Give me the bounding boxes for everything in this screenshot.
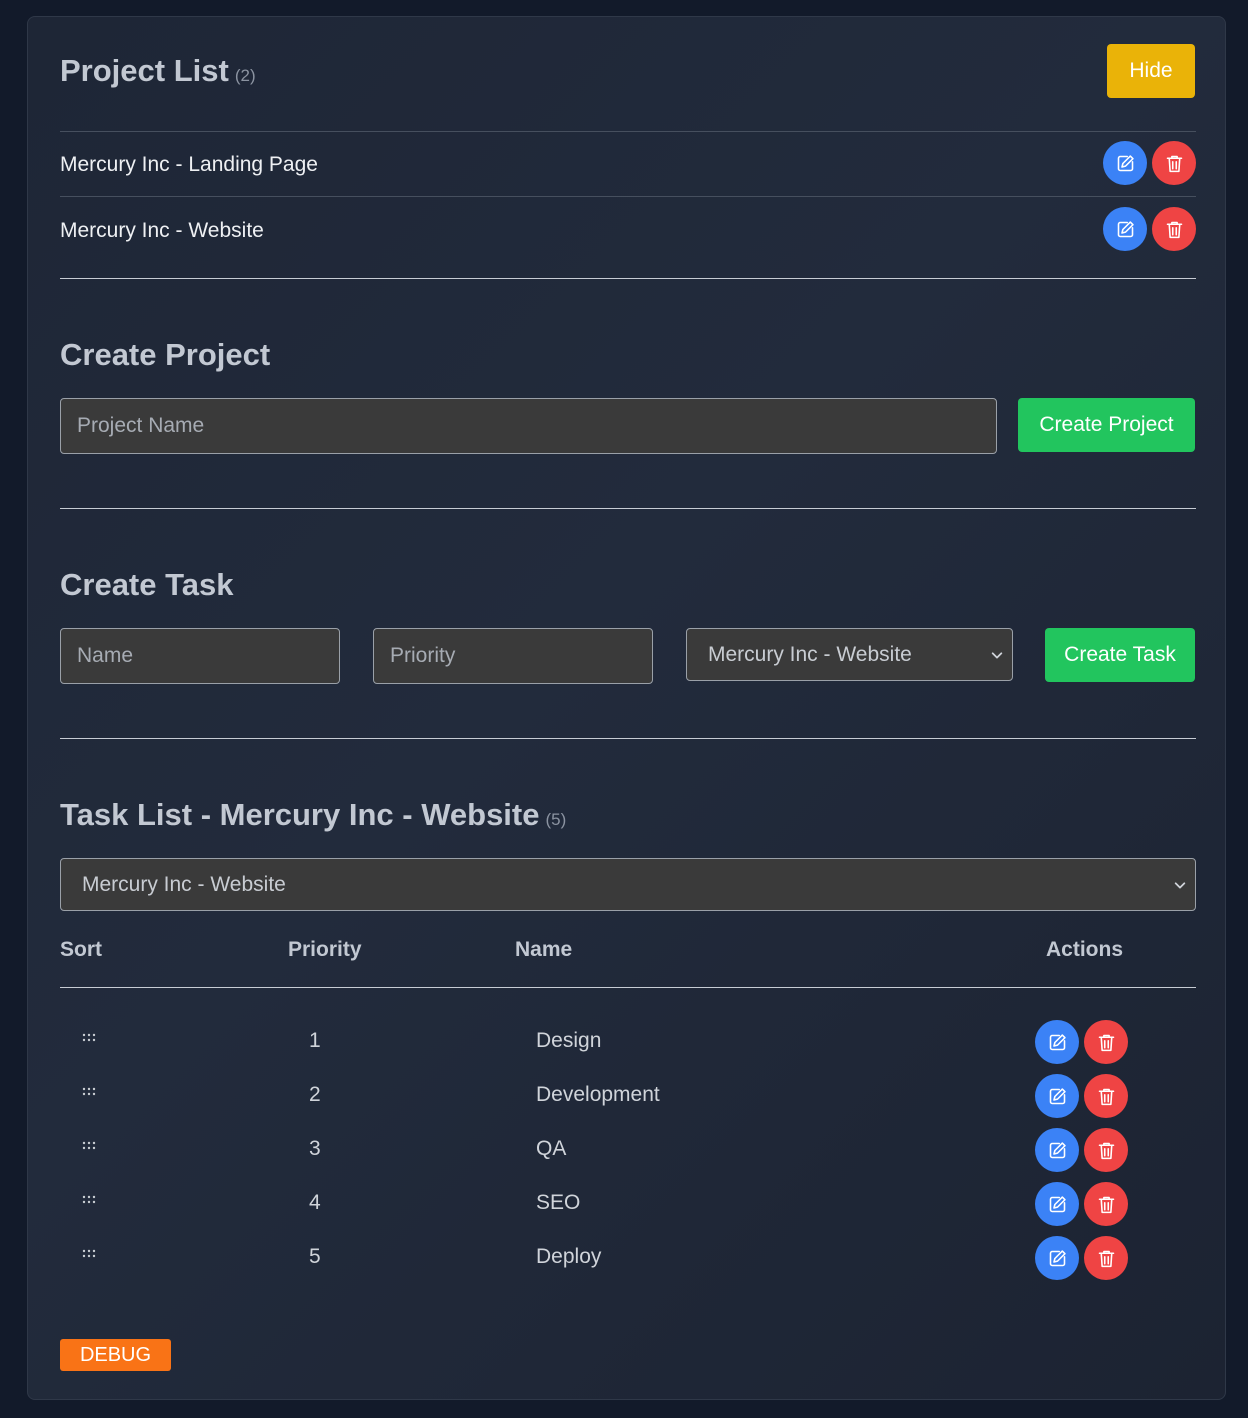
create-project-title: Create Project — [60, 337, 271, 372]
task-priority: 2 — [309, 1083, 321, 1106]
task-list-project-select-value: Mercury Inc - Website — [82, 872, 286, 896]
section-divider — [60, 738, 1196, 739]
edit-icon — [1049, 1141, 1066, 1158]
trash-icon — [1098, 1196, 1114, 1213]
task-priority: 5 — [309, 1245, 321, 1268]
edit-project-button[interactable] — [1103, 141, 1147, 185]
drag-handle-icon[interactable] — [82, 1033, 102, 1043]
trash-icon — [1098, 1250, 1114, 1267]
task-list-title: Task List - Mercury Inc - Website — [60, 797, 540, 832]
task-list-heading: Task List - Mercury Inc - Website (5) — [60, 797, 566, 833]
delete-project-button[interactable] — [1152, 207, 1196, 251]
task-name-input[interactable] — [60, 628, 340, 684]
task-name: Development — [536, 1083, 660, 1106]
project-item-name[interactable]: Mercury Inc - Landing Page — [60, 153, 318, 176]
project-count: (2) — [234, 66, 256, 85]
task-priority: 3 — [309, 1137, 321, 1160]
project-list-divider — [60, 131, 1196, 132]
task-name: SEO — [536, 1191, 581, 1214]
column-header-sort[interactable]: Sort — [60, 938, 102, 961]
edit-icon — [1117, 154, 1134, 171]
chevron-down-icon — [991, 651, 1003, 658]
trash-icon — [1166, 221, 1182, 238]
column-header-name[interactable]: Name — [515, 938, 573, 961]
delete-task-button[interactable] — [1084, 1020, 1128, 1064]
edit-task-button[interactable] — [1035, 1020, 1079, 1064]
drag-handle-icon[interactable] — [82, 1195, 102, 1205]
task-priority-input[interactable] — [373, 628, 653, 684]
project-item-name[interactable]: Mercury Inc - Website — [60, 219, 264, 242]
create-project-button[interactable]: Create Project — [1018, 398, 1195, 452]
delete-task-button[interactable] — [1084, 1236, 1128, 1280]
main-panel: Project List (2) Hide Mercury Inc - Landi… — [27, 16, 1226, 1400]
project-row-divider — [60, 196, 1196, 197]
task-priority: 1 — [309, 1029, 321, 1052]
task-name: QA — [536, 1137, 567, 1160]
edit-task-button[interactable] — [1035, 1182, 1079, 1226]
project-list-heading: Project List (2) — [60, 53, 256, 89]
table-header-divider — [60, 987, 1196, 988]
debug-button[interactable]: DEBUG — [60, 1339, 171, 1371]
create-task-title: Create Task — [60, 567, 234, 602]
create-task-button[interactable]: Create Task — [1045, 628, 1195, 682]
delete-task-button[interactable] — [1084, 1074, 1128, 1118]
delete-task-button[interactable] — [1084, 1128, 1128, 1172]
drag-handle-icon[interactable] — [82, 1141, 102, 1151]
drag-handle-icon[interactable] — [82, 1249, 102, 1259]
task-project-select-value: Mercury Inc - Website — [708, 642, 912, 666]
chevron-down-icon — [1174, 881, 1186, 888]
edit-icon — [1049, 1087, 1066, 1104]
edit-project-button[interactable] — [1103, 207, 1147, 251]
trash-icon — [1098, 1088, 1114, 1105]
edit-icon — [1049, 1195, 1066, 1212]
task-name: Deploy — [536, 1245, 602, 1268]
edit-task-button[interactable] — [1035, 1236, 1079, 1280]
task-list-project-select[interactable]: Mercury Inc - Website — [60, 858, 1196, 911]
hide-button[interactable]: Hide — [1107, 44, 1195, 98]
edit-icon — [1117, 220, 1134, 237]
column-header-actions: Actions — [1046, 938, 1124, 961]
project-name-input[interactable] — [60, 398, 997, 454]
project-list-title: Project List — [60, 53, 229, 88]
edit-icon — [1049, 1033, 1066, 1050]
edit-task-button[interactable] — [1035, 1128, 1079, 1172]
column-header-priority[interactable]: Priority — [288, 938, 362, 961]
drag-handle-icon[interactable] — [82, 1087, 102, 1097]
task-project-select[interactable]: Mercury Inc - Website — [686, 628, 1013, 681]
section-divider — [60, 508, 1196, 509]
delete-task-button[interactable] — [1084, 1182, 1128, 1226]
edit-task-button[interactable] — [1035, 1074, 1079, 1118]
section-divider — [60, 278, 1196, 279]
trash-icon — [1098, 1142, 1114, 1159]
task-count: (5) — [545, 810, 567, 829]
task-priority: 4 — [309, 1191, 321, 1214]
edit-icon — [1049, 1249, 1066, 1266]
task-name: Design — [536, 1029, 602, 1052]
trash-icon — [1098, 1034, 1114, 1051]
delete-project-button[interactable] — [1152, 141, 1196, 185]
trash-icon — [1166, 155, 1182, 172]
